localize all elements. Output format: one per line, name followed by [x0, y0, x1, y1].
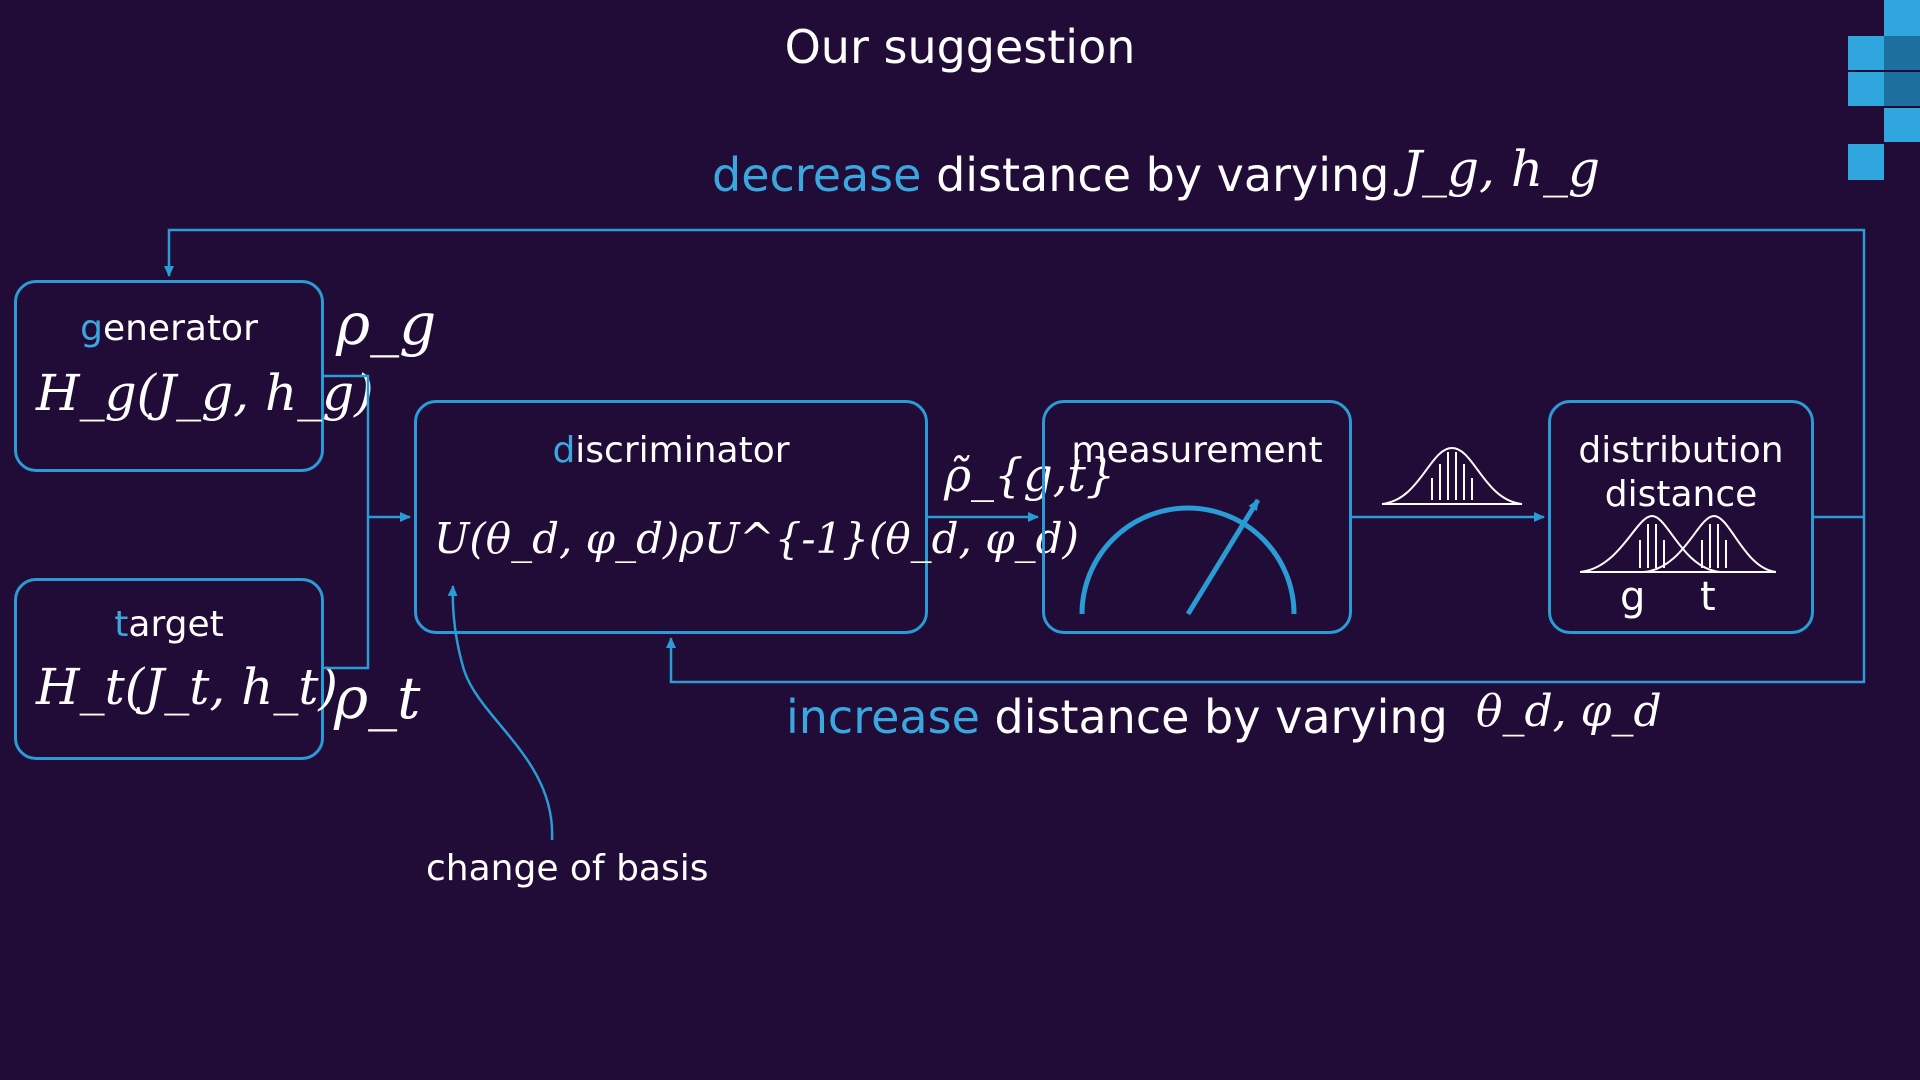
discriminator-output: ρ̃_{g,t} — [944, 448, 1115, 502]
discriminator-box — [414, 400, 928, 634]
meter-icon — [1079, 498, 1297, 616]
top-feedback-line — [164, 228, 1866, 519]
generator-label: generator — [14, 308, 324, 349]
target-output-text: ρ_t — [334, 664, 421, 732]
discriminator-label-first: d — [552, 430, 576, 471]
target-output: ρ_t — [334, 664, 420, 732]
target-formula: H_t(J_t, h_t) — [36, 658, 338, 716]
generator-params: J_g, h_g — [1402, 140, 1600, 198]
target-box — [14, 578, 324, 760]
generator-output-text: ρ_g — [336, 290, 437, 358]
distance-box — [1548, 400, 1814, 634]
measurement-box — [1042, 400, 1352, 634]
decrease-rest: distance by varying — [921, 148, 1390, 202]
generator-formula-text: H_g(J_g, h_g) — [36, 364, 374, 422]
target-label-first: t — [114, 604, 129, 645]
generator-label-rest: enerator — [102, 308, 258, 349]
distributions-icon — [1579, 514, 1777, 573]
logo — [1848, 0, 1920, 180]
bottom-feedback-line — [666, 517, 1866, 684]
discriminator-params: θ_d, φ_d — [1476, 686, 1662, 737]
generator-label-first: g — [80, 308, 103, 349]
increase-word: increase — [786, 690, 980, 744]
increase-rest: distance by varying — [979, 690, 1448, 744]
decrease-feedback-label: decrease distance by varying — [712, 148, 1389, 202]
generator-box — [14, 280, 324, 472]
histogram-icon — [1381, 446, 1523, 505]
generator-wire — [324, 374, 370, 517]
change-of-basis-annotation: change of basis — [426, 848, 709, 889]
slide-title: Our suggestion — [784, 20, 1136, 74]
increase-feedback-label: increase distance by varying — [786, 690, 1448, 744]
generator-params-text: J_g, h_g — [1402, 140, 1601, 198]
distance-g-label: g — [1620, 574, 1646, 620]
target-label-rest: arget — [128, 604, 224, 645]
target-formula-text: H_t(J_t, h_t) — [36, 658, 338, 716]
discriminator-formula-text: U(θ_d, φ_d)ρU^{-1}(θ_d, φ_d) — [434, 514, 1079, 563]
discriminator-label: discriminator — [414, 430, 928, 471]
change-of-basis-arrow — [447, 585, 554, 841]
discriminator-output-text: ρ̃_{g,t} — [944, 448, 1116, 502]
decrease-word: decrease — [712, 148, 922, 202]
generator-output: ρ_g — [336, 290, 436, 358]
discriminator-label-rest: iscriminator — [575, 430, 790, 471]
target-wire — [324, 517, 370, 670]
discriminator-params-text: θ_d, φ_d — [1476, 686, 1662, 737]
distance-label-line2: distance — [1604, 474, 1758, 515]
measurement-label: measurement — [1071, 430, 1323, 471]
discriminator-formula: U(θ_d, φ_d)ρU^{-1}(θ_d, φ_d) — [434, 514, 1079, 563]
target-label: target — [14, 604, 324, 645]
distance-label-line1: distribution — [1578, 430, 1784, 471]
generator-formula: H_g(J_g, h_g) — [36, 364, 374, 422]
distance-t-label: t — [1700, 574, 1716, 620]
